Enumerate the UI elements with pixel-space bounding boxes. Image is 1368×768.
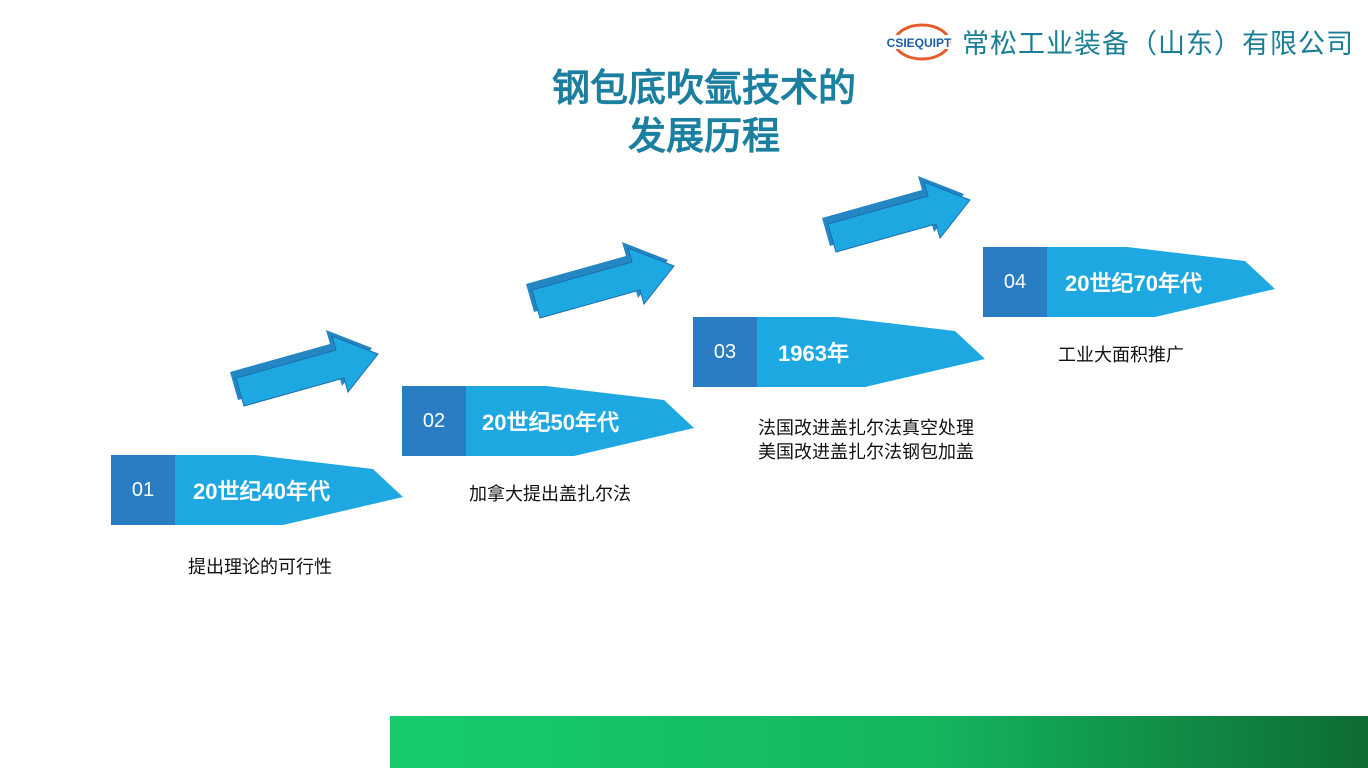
footer-gradient-bar: [390, 716, 1368, 768]
company-logo: CSIEQUIPT: [887, 23, 952, 61]
step-desc-01: 提出理论的可行性: [188, 556, 332, 580]
step-desc-03-line-1: 法国改进盖扎尔法真空处理: [758, 418, 974, 439]
step-desc-04-line-1: 工业大面积推广: [1058, 345, 1184, 366]
title-line-2: 发展历程: [627, 114, 780, 158]
step-desc-02: 加拿大提出盖扎尔法: [469, 483, 631, 507]
step-banner-02: 20世纪50年代: [466, 386, 694, 456]
step-period-04: 20世纪70年代: [1065, 271, 1202, 296]
step-desc-03-line-2: 美国改进盖扎尔法钢包加盖: [758, 442, 974, 463]
title-line-1: 钢包底吹氩技术的: [551, 66, 856, 110]
arrow-up-right-icon: [821, 175, 971, 253]
step-number-02: 02: [402, 386, 466, 456]
step-banner-01: 20世纪40年代: [175, 455, 403, 525]
page-title: 钢包底吹氩技术的 发展历程: [504, 64, 904, 160]
step-banner-04: 20世纪70年代: [1047, 247, 1275, 317]
step-period-03: 1963年: [778, 341, 849, 366]
step-period-01: 20世纪40年代: [193, 479, 330, 504]
arrow-up-right-icon: [525, 241, 675, 319]
step-desc-01-line-1: 提出理论的可行性: [188, 557, 332, 578]
arrow-up-right-icon: [229, 329, 379, 407]
step-banner-03: 1963年: [757, 317, 985, 387]
step-desc-03: 法国改进盖扎尔法真空处理 美国改进盖扎尔法钢包加盖: [758, 417, 974, 465]
step-desc-02-line-1: 加拿大提出盖扎尔法: [469, 484, 631, 505]
company-name: 常松工业装备（山东）有限公司: [962, 29, 1354, 60]
step-desc-04: 工业大面积推广: [1058, 344, 1184, 368]
step-number-04: 04: [983, 247, 1047, 317]
step-number-03: 03: [693, 317, 757, 387]
svg-text:CSIEQUIPT: CSIEQUIPT: [887, 36, 952, 50]
step-number-01: 01: [111, 455, 175, 525]
step-period-02: 20世纪50年代: [482, 410, 619, 435]
